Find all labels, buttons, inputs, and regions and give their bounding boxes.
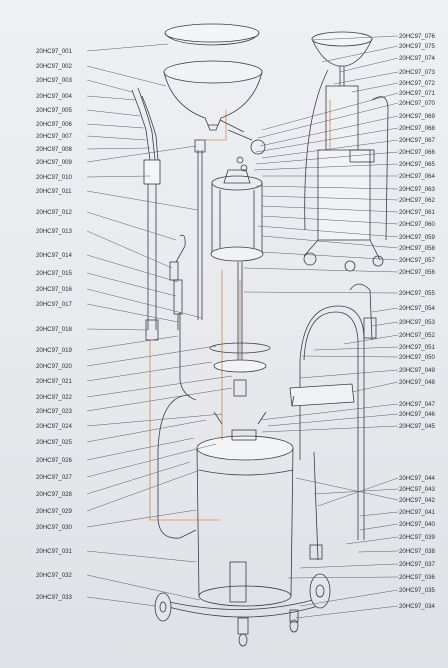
part-label-right: 20HC97_043: [399, 486, 435, 493]
handle-part: [299, 283, 377, 540]
part-label-left: 20HC97_016: [36, 286, 72, 293]
part-label-right: 20HC97_037: [399, 561, 435, 568]
part-label-left: 20HC97_009: [36, 159, 72, 166]
part-label-right: 20HC97_052: [399, 332, 435, 339]
part-label-right: 20HC97_064: [399, 173, 435, 180]
left-wheel-part: [154, 592, 172, 622]
funnel-part: [163, 60, 263, 131]
part-label-left: 20HC97_022: [36, 394, 72, 401]
part-label-left: 20HC97_007: [36, 133, 72, 140]
part-label-right: 20HC97_038: [399, 548, 435, 555]
part-label-right: 20HC97_062: [399, 197, 435, 204]
part-label-right: 20HC97_071: [399, 90, 435, 97]
part-label-right: 20HC97_045: [399, 423, 435, 430]
part-label-right: 20HC97_039: [399, 534, 435, 541]
part-label-left: 20HC97_010: [36, 174, 72, 181]
caster-front-part: [237, 617, 249, 647]
part-label-right: 20HC97_057: [399, 257, 435, 264]
part-label-right: 20HC97_072: [399, 80, 435, 87]
part-label-right: 20HC97_053: [399, 319, 435, 326]
measuring-chamber-part: [210, 169, 264, 262]
part-label-right: 20HC97_051: [399, 344, 435, 351]
part-label-right: 20HC97_069: [399, 113, 435, 120]
part-label-right: 20HC97_054: [399, 305, 435, 312]
part-label-left: 20HC97_012: [36, 209, 72, 216]
leader-lines-right: [243, 35, 399, 619]
gauge-assembly-part: [219, 119, 266, 172]
part-label-right: 20HC97_060: [399, 221, 435, 228]
part-label-left: 20HC97_005: [36, 107, 72, 114]
part-label-left: 20HC97_021: [36, 378, 72, 385]
part-label-right: 20HC97_044: [399, 475, 435, 482]
inner-tube-part: [237, 262, 243, 360]
part-label-right: 20HC97_061: [399, 209, 435, 216]
part-label-right: 20HC97_041: [399, 509, 435, 516]
part-label-right: 20HC97_046: [399, 411, 435, 418]
drain-pipe-part: [309, 451, 323, 561]
probe-tubes-part: [169, 139, 206, 330]
part-label-right: 20HC97_056: [399, 269, 435, 276]
part-label-right: 20HC97_068: [399, 125, 435, 132]
part-label-right: 20HC97_034: [399, 603, 435, 610]
part-label-left: 20HC97_020: [36, 363, 72, 370]
leader-lines-left: [86, 43, 233, 607]
part-label-left: 20HC97_002: [36, 63, 72, 70]
tray-part: [289, 383, 355, 407]
part-label-right: 20HC97_059: [399, 234, 435, 241]
caster-rear-part: [289, 609, 299, 633]
part-label-left: 20HC97_004: [36, 93, 72, 100]
part-label-left: 20HC97_028: [36, 491, 72, 498]
part-label-right: 20HC97_076: [399, 33, 435, 40]
main-tank-part: [196, 411, 294, 607]
part-label-left: 20HC97_008: [36, 146, 72, 153]
part-label-right: 20HC97_058: [399, 245, 435, 252]
part-label-left: 20HC97_001: [36, 48, 72, 55]
part-label-right: 20HC97_070: [399, 100, 435, 107]
part-label-right: 20HC97_066: [399, 149, 435, 156]
hose-bundle-part: [131, 87, 161, 341]
part-label-left: 20HC97_030: [36, 524, 72, 531]
base-frame-part: [159, 597, 321, 618]
part-label-left: 20HC97_011: [36, 188, 72, 195]
part-label-left: 20HC97_031: [36, 548, 72, 555]
part-label-right: 20HC97_065: [399, 161, 435, 168]
part-label-right: 20HC97_074: [399, 55, 435, 62]
part-label-right: 20HC97_075: [399, 43, 435, 50]
part-label-right: 20HC97_067: [399, 137, 435, 144]
part-label-right: 20HC97_049: [399, 367, 435, 374]
part-label-left: 20HC97_017: [36, 301, 72, 308]
part-label-right: 20HC97_036: [399, 574, 435, 581]
part-label-left: 20HC97_023: [36, 408, 72, 415]
part-label-left: 20HC97_006: [36, 121, 72, 128]
part-label-right: 20HC97_063: [399, 186, 435, 193]
part-label-left: 20HC97_015: [36, 270, 72, 277]
side-hose-part: [157, 312, 197, 539]
part-label-left: 20HC97_003: [36, 77, 72, 84]
part-label-left: 20HC97_025: [36, 439, 72, 446]
part-label-right: 20HC97_040: [399, 521, 435, 528]
part-label-right: 20HC97_048: [399, 379, 435, 386]
part-label-right: 20HC97_050: [399, 354, 435, 361]
right-wheel-part: [309, 573, 331, 609]
part-label-left: 20HC97_029: [36, 508, 72, 515]
part-label-left: 20HC97_027: [36, 474, 72, 481]
part-label-right: 20HC97_035: [399, 587, 435, 594]
accent-guide-lines: [149, 100, 331, 521]
part-label-left: 20HC97_018: [36, 326, 72, 333]
part-label-left: 20HC97_032: [36, 572, 72, 579]
part-label-left: 20HC97_033: [36, 594, 72, 601]
lid-part: [164, 23, 260, 46]
part-label-left: 20HC97_026: [36, 457, 72, 464]
part-label-left: 20HC97_024: [36, 423, 72, 430]
part-label-right: 20HC97_047: [399, 401, 435, 408]
part-label-right: 20HC97_055: [399, 290, 435, 297]
part-label-left: 20HC97_013: [36, 228, 72, 235]
part-label-right: 20HC97_042: [399, 497, 435, 504]
part-label-left: 20HC97_014: [36, 252, 72, 259]
part-label-left: 20HC97_019: [36, 347, 72, 354]
part-label-right: 20HC97_073: [399, 69, 435, 76]
